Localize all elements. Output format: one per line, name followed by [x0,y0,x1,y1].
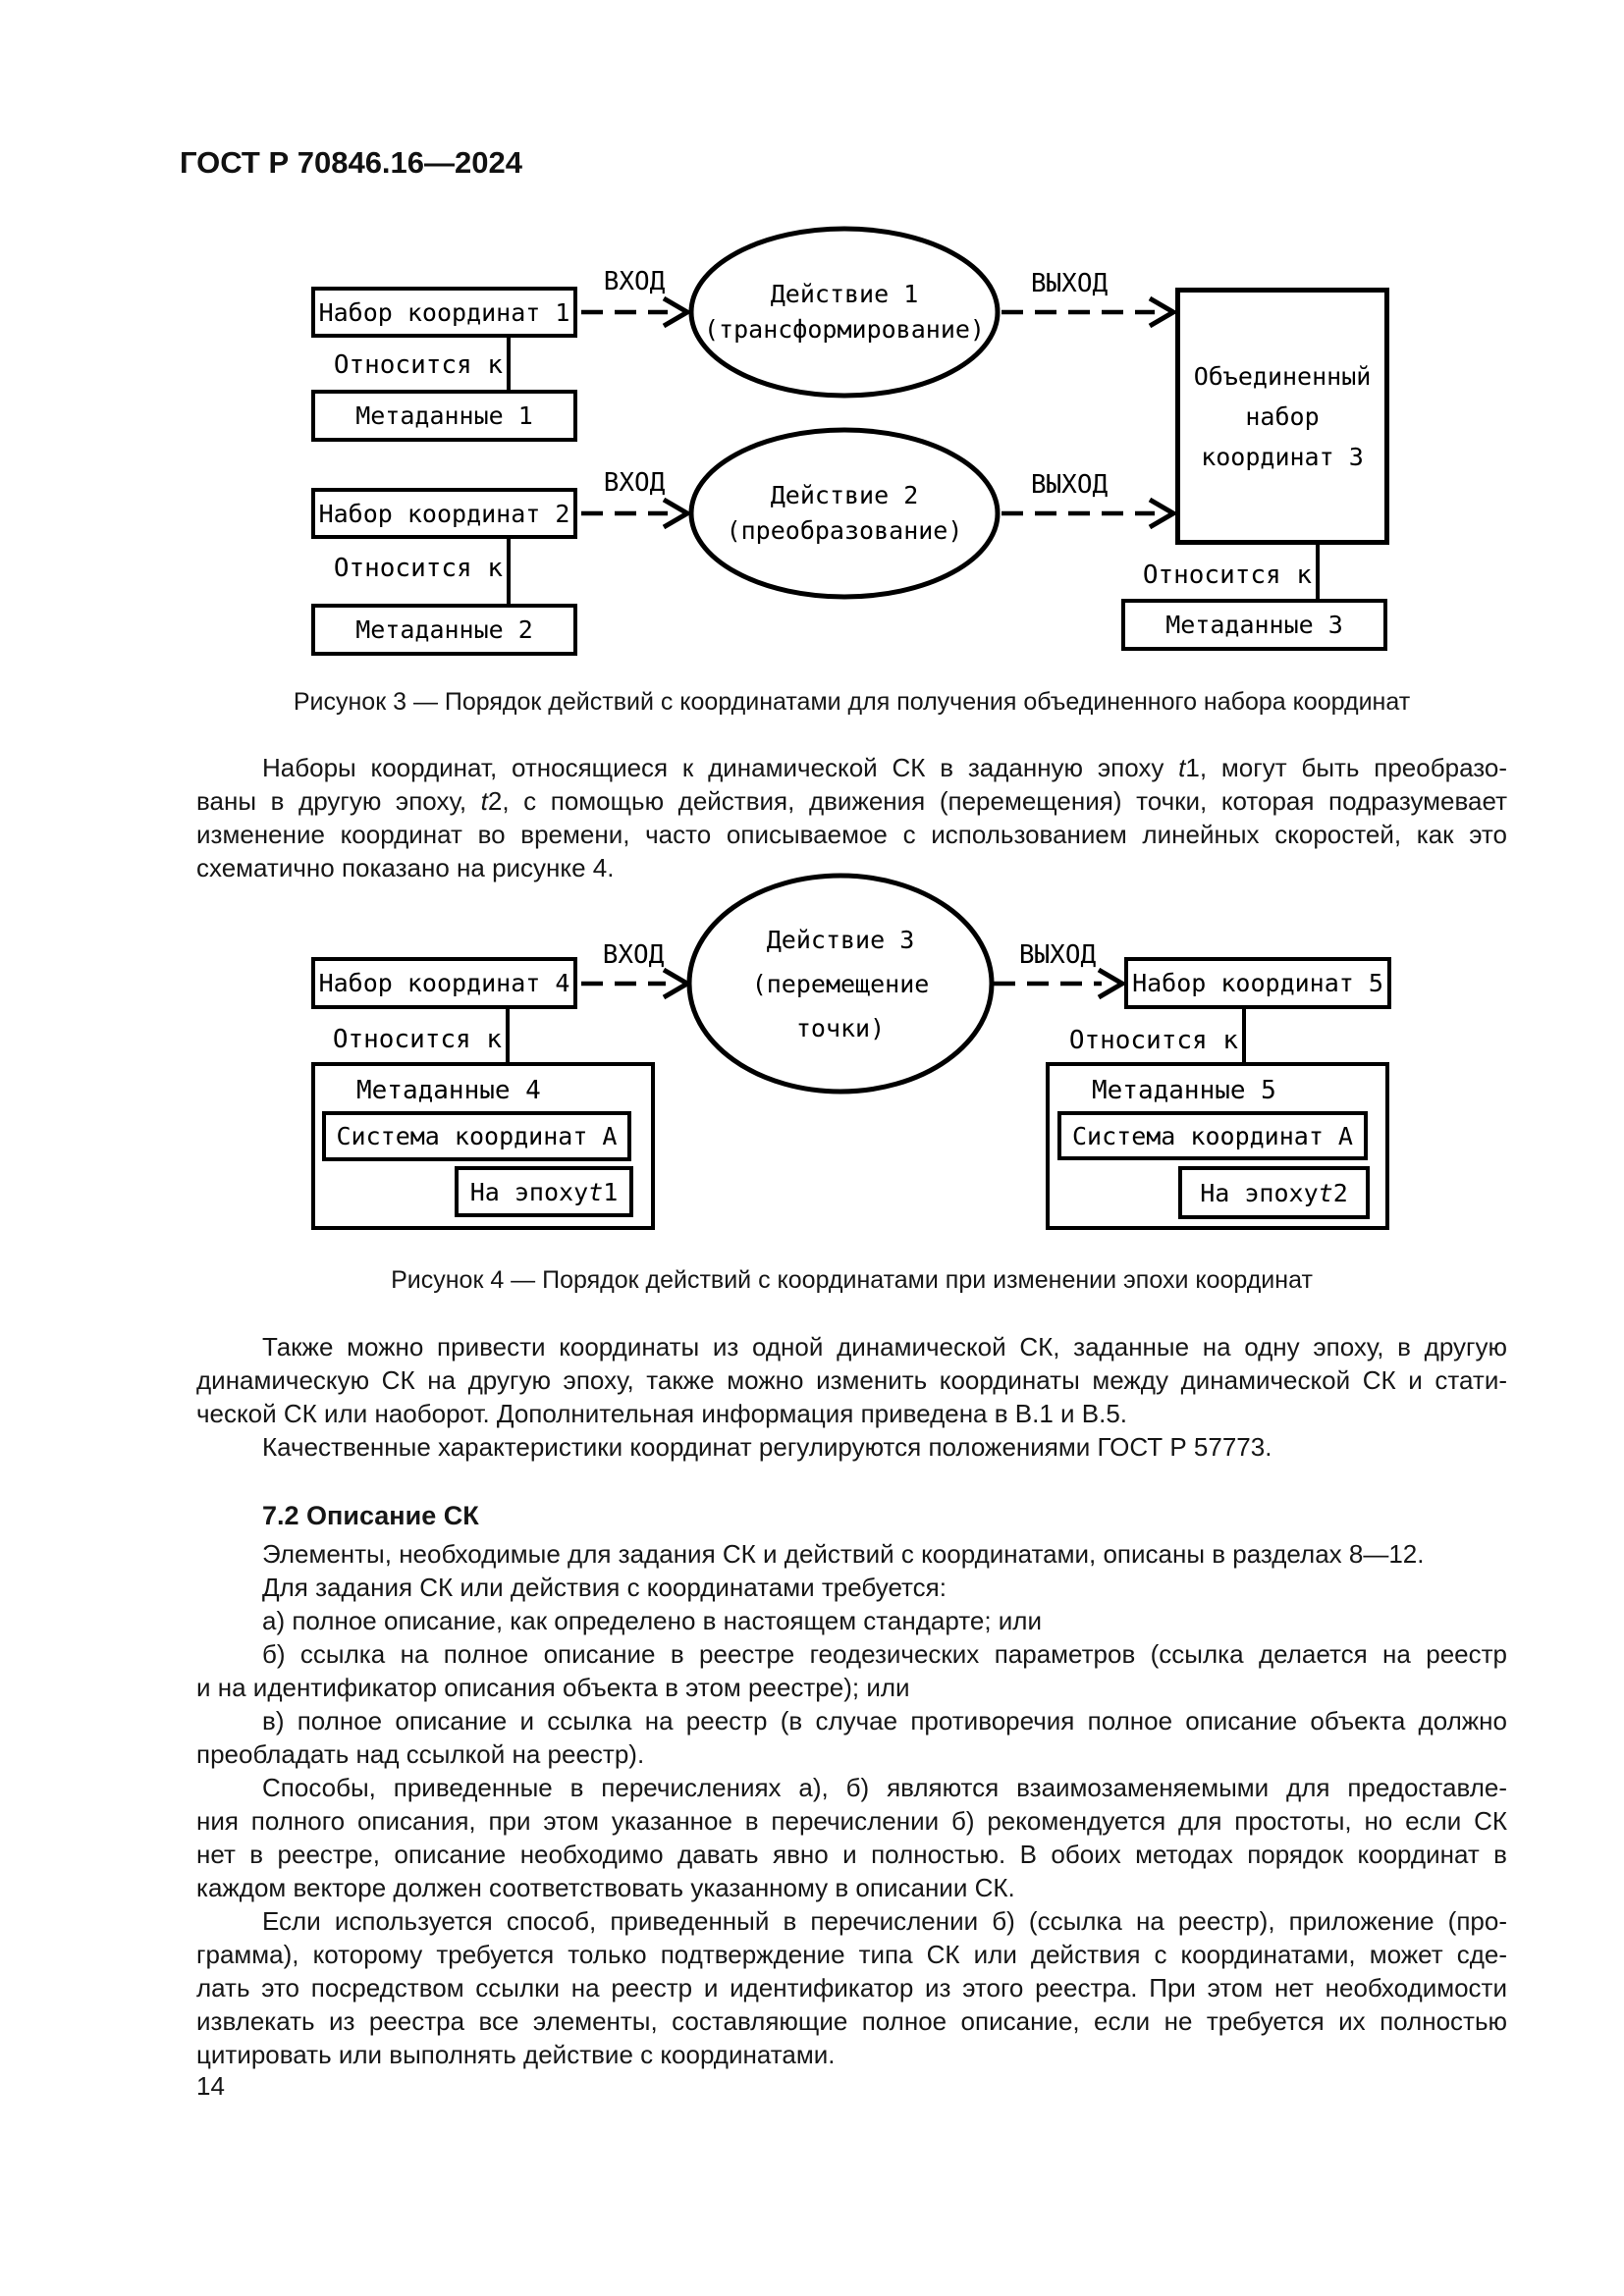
fig3-action2-ellipse [688,427,1001,600]
paragraph: Качественные характеристики координат ре… [196,1430,1507,1464]
paragraph: а) полное описание, как определено в нас… [196,1604,1507,1637]
page-number: 14 [196,2071,225,2101]
fig4-epoch-t1-var: t [588,1177,604,1206]
fig3-merged-line1: Объединенный [1193,362,1372,391]
fig4-epoch-t1-num: 1 [603,1177,619,1206]
fig4-input-label: ВХОД [602,940,665,970]
fig3-relates-label-2: Относится к [333,554,503,583]
text-line: нет в реестре, описание необходимо дават… [196,1840,1507,1869]
paragraph: Для задания СК или действия с координата… [196,1571,1507,1604]
paragraph-after-figure3: Наборы координат, относящиеся к динамиче… [196,751,1507,884]
fig3-action1-line2: (трансформирование) [704,315,985,344]
fig3-input-label-1: ВХОД [603,267,666,296]
fig3-coordset2-box: Набор координат 2 [311,488,577,539]
paragraph: Также можно привести координаты из одной… [196,1330,1507,1430]
fig3-action1-text: Действие 1 (трансформирование) [691,277,998,347]
paragraph: Если используется способ, приведенный в … [196,1904,1507,2071]
text-line: Элементы, необходимые для задания СК и д… [262,1539,1425,1569]
fig4-action3-line3: точки) [795,1014,886,1042]
fig3-metadata2-box: Метаданные 2 [311,604,577,656]
figure3-caption: Рисунок 3 — Порядок действий с координат… [293,688,1411,716]
section-heading: 7.2 Описание СК [262,1501,479,1530]
paragraph: б) ссылка на полное описание в реестре г… [196,1637,1507,1704]
text-line: цитировать или выполнять действие с коор… [196,2040,836,2069]
text-line: лать это посредством ссылки на реестр и … [196,1973,1507,2002]
fig3-action2-line2: (преобразование) [726,516,963,545]
text-line: преобладать над ссылкой на реестр). [196,1739,645,1769]
fig4-epoch-t1-prefix: На эпоху [469,1177,589,1206]
fig3-merged-box [1175,288,1389,545]
text-line: Также можно привести координаты из одной… [262,1332,1507,1362]
fig3-output-label-1: ВЫХОД [1030,269,1109,298]
text-line: каждом векторе должен соответствовать ук… [196,1873,1015,1902]
fig4-system-a-box-right: Система координат А [1057,1111,1368,1160]
text-line: Качественные характеристики координат ре… [262,1432,1272,1462]
fig3-merged-line2: набор [1245,402,1320,431]
fig4-action3-ellipse [686,873,995,1095]
text-line: ния полного описания, при этом указанное… [196,1806,1507,1836]
text-line: Для задания СК или действия с координата… [262,1573,947,1602]
fig4-system-a-box-left: Система координат А [322,1111,631,1161]
fig4-action3-text: Действие 3 (перемещение точки) [689,918,992,1050]
fig4-relates-label-2: Относится к [1068,1026,1238,1055]
fig4-action3-line2: (перемещение [751,970,930,998]
fig3-merged-line3: координат 3 [1201,443,1364,471]
fig3-output-arrow-2-head [1148,497,1178,530]
paragraph: Наборы координат, относящиеся к динамиче… [196,751,1507,884]
fig4-coordset4-box: Набор координат 4 [311,957,577,1009]
text-line: схематично показано на рисунке 4. [196,853,615,882]
fig3-metadata3-box: Метаданные 3 [1121,599,1387,651]
paragraph: в) полное описание и ссылка на реестр (в… [196,1704,1507,1771]
text-line: извлекать из реестра все элементы, соста… [196,2006,1507,2036]
paragraph: Способы, приведенные в перечислениях а),… [196,1771,1507,1904]
fig4-output-arrow-head [1097,967,1127,1000]
fig4-action3-line1: Действие 3 [766,926,915,954]
fig3-output-arrow-1-head [1148,295,1178,329]
fig3-coordset1-box: Набор координат 1 [311,287,577,338]
body-text: Также можно привести координаты из одной… [196,1330,1507,2071]
fig3-action1-ellipse [688,226,1001,399]
fig4-relates-label-1: Относится к [332,1025,502,1054]
fig3-input-label-2: ВХОД [603,468,666,498]
fig3-action2-text: Действие 2 (преобразование) [691,478,998,549]
text-line: ческой СК или наоборот. Дополнительная и… [196,1399,1128,1428]
document-header: ГОСТ Р 70846.16—2024 [180,145,522,180]
text-line: в) полное описание и ссылка на реестр (в… [262,1706,1507,1735]
fig4-epoch-t2-num: 2 [1332,1178,1348,1207]
fig4-metadata5-label: Метаданные 5 [1092,1076,1276,1105]
fig3-action1-line1: Действие 1 [770,280,919,308]
fig3-relates-label-1: Относится к [333,350,503,380]
text-line: Способы, приведенные в перечислениях а),… [262,1773,1507,1802]
fig4-epoch-t2-prefix: На эпоху [1200,1178,1319,1207]
text-line: ваны в другую эпоху, t2, с помощью дейст… [196,786,1507,816]
paragraph: Элементы, необходимые для задания СК и д… [196,1537,1507,1571]
fig3-input-arrow-1-head [662,295,692,329]
text-line: грамма), которому требуется только подтв… [196,1940,1507,1969]
fig4-epoch-t2-var: t [1318,1178,1333,1207]
figure4-caption: Рисунок 4 — Порядок действий с координат… [391,1266,1313,1294]
text-line: и на идентификатор описания объекта в эт… [196,1673,910,1702]
text-line: б) ссылка на полное описание в реестре г… [262,1639,1507,1669]
fig3-action2-line1: Действие 2 [770,481,919,509]
text-line: Если используется способ, приведенный в … [262,1906,1507,1936]
text-line: динамическую СК на другую эпоху, также м… [196,1365,1507,1395]
fig4-metadata4-label: Метаданные 4 [356,1076,541,1105]
fig4-output-label: ВЫХОД [1018,940,1097,970]
text-line: Наборы координат, относящиеся к динамиче… [262,753,1507,782]
text-line: а) полное описание, как определено в нас… [262,1606,1042,1635]
text-line: изменение координат во времени, часто оп… [196,820,1507,849]
fig4-input-arrow-head [662,967,692,1000]
fig3-merged-text: Объединенный набор координат 3 [1179,356,1385,477]
fig4-coordset5-box: Набор координат 5 [1124,957,1391,1009]
fig3-metadata1-box: Метаданные 1 [311,390,577,442]
fig3-input-arrow-2-head [662,497,692,530]
fig3-output-label-2: ВЫХОД [1030,470,1109,500]
fig3-relates-label-3: Относится к [1142,561,1312,590]
